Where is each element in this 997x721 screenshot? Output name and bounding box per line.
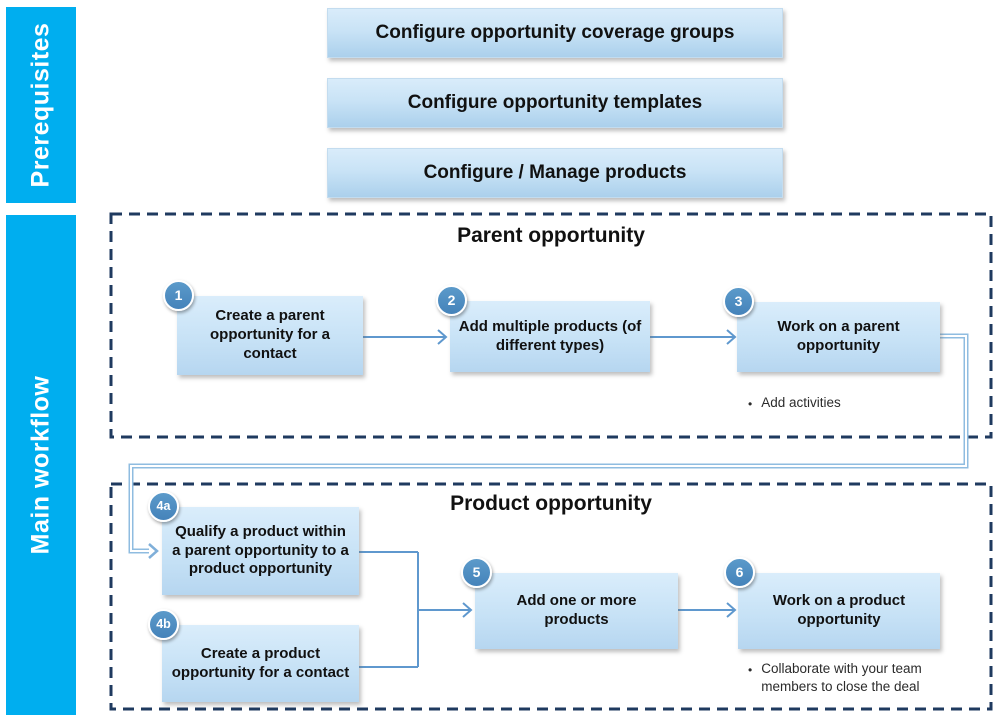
arrow-step1-step2 <box>363 329 448 345</box>
step-number: 4b <box>156 616 171 631</box>
step-number-badge: 2 <box>436 285 467 316</box>
prereq-box-label: Configure opportunity templates <box>407 92 703 113</box>
step-number: 1 <box>174 286 183 303</box>
bullet-icon <box>748 660 752 695</box>
connector-step3-step4a <box>128 333 969 559</box>
prereq-box-label: Configure / Manage products <box>423 162 687 183</box>
step-label: Add one or more products <box>516 592 637 628</box>
step-number-badge: 6 <box>724 557 755 588</box>
bullet-icon <box>748 394 752 412</box>
main-workflow-sidebar: Main workflow <box>6 215 76 715</box>
product-group-dashed-border <box>109 482 993 711</box>
step-box-create-parent-opportunity: 1 Create a parent opportunity for a cont… <box>163 280 363 375</box>
step-box-qualify-product: 4a Qualify a product within a parent opp… <box>148 491 359 595</box>
prereq-box-templates: Configure opportunity templates <box>327 78 783 128</box>
prereq-box-label: Configure opportunity coverage groups <box>375 22 735 43</box>
step-label: Qualify a product within a parent opport… <box>172 522 349 578</box>
step-number-badge: 3 <box>723 286 754 317</box>
step-number-badge: 4a <box>148 491 179 522</box>
prereq-box-manage-products: Configure / Manage products <box>327 148 783 198</box>
step-label: Work on a product opportunity <box>772 592 906 628</box>
prerequisites-label: Prerequisites <box>26 22 55 188</box>
parent-group-dashed-border <box>109 212 993 439</box>
product-step-note: Collaborate with your team members to cl… <box>748 660 926 695</box>
step-label: Work on a parent opportunity <box>777 318 900 354</box>
step-number-badge: 1 <box>163 280 194 311</box>
product-opportunity-title: Product opportunity <box>450 492 652 515</box>
parent-opportunity-title: Parent opportunity <box>457 224 645 247</box>
prerequisites-sidebar: Prerequisites <box>6 7 76 203</box>
step-number: 6 <box>735 563 744 580</box>
arrow-step2-step3 <box>650 329 737 345</box>
step-box-work-product-opportunity: 6 Work on a product opportunity <box>724 557 940 649</box>
step-number-badge: 4b <box>148 609 179 640</box>
main-workflow-label: Main workflow <box>26 375 55 555</box>
prereq-box-coverage-groups: Configure opportunity coverage groups <box>327 8 783 58</box>
step-box-work-parent-opportunity: 3 Work on a parent opportunity <box>723 286 940 372</box>
step-box-create-product-opportunity: 4b Create a product opportunity for a co… <box>148 609 359 702</box>
note-text: Add activities <box>761 395 841 410</box>
step-label: Add multiple products (of different type… <box>458 317 642 354</box>
arrow-step5-step6 <box>678 602 737 618</box>
step-number: 5 <box>472 563 481 580</box>
step-box-add-multiple-products: 2 Add multiple products (of different ty… <box>436 285 650 372</box>
step-number: 3 <box>734 292 743 309</box>
step-box-add-products: 5 Add one or more products <box>461 557 678 649</box>
step-number-badge: 5 <box>461 557 492 588</box>
step-label: Create a parent opportunity for a contac… <box>210 307 330 362</box>
step-number: 2 <box>447 291 456 308</box>
connector-step4-step5 <box>359 551 473 668</box>
step-number: 4a <box>156 498 171 513</box>
note-text: Collaborate with your team members to cl… <box>761 661 922 694</box>
parent-step-note: Add activities <box>748 394 948 412</box>
step-label: Create a product opportunity for a conta… <box>171 644 350 681</box>
